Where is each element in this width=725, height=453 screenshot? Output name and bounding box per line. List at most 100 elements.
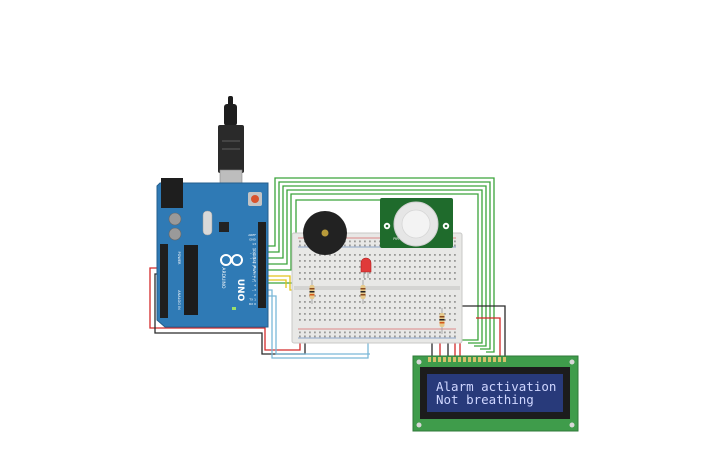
breadboard-hole <box>454 278 456 280</box>
breadboard-hole <box>439 335 441 338</box>
breadboard-hole <box>379 319 381 321</box>
breadboard-hole <box>384 295 386 297</box>
breadboard-hole <box>304 301 306 303</box>
breadboard-hole <box>324 295 326 297</box>
breadboard-hole <box>359 331 361 334</box>
breadboard-hole <box>454 260 456 262</box>
breadboard-hole <box>389 335 391 338</box>
breadboard-hole <box>354 331 356 334</box>
lcd-header-pins <box>428 357 506 362</box>
breadboard-hole <box>384 301 386 303</box>
breadboard-hole <box>369 301 371 303</box>
lcd-pin <box>473 357 476 362</box>
breadboard-hole <box>414 266 416 268</box>
breadboard-hole <box>414 331 416 334</box>
breadboard-hole <box>314 319 316 321</box>
breadboard-hole <box>359 240 361 243</box>
breadboard-hole <box>399 301 401 303</box>
arduino-pin-label: 13 <box>252 242 256 246</box>
breadboard-hole <box>379 266 381 268</box>
breadboard-hole <box>434 331 436 334</box>
breadboard-hole <box>299 319 301 321</box>
arduino-pin-label: ~6 <box>252 274 257 278</box>
arduino-pin-label: ~3 <box>252 288 257 292</box>
breadboard-hole <box>424 331 426 334</box>
breadboard-hole <box>374 254 376 256</box>
breadboard-hole <box>309 331 311 334</box>
lcd-line-1: Alarm activation <box>436 379 556 394</box>
breadboard-hole <box>334 335 336 338</box>
resistor-3 <box>439 308 445 334</box>
breadboard-hole <box>329 335 331 338</box>
breadboard-hole <box>369 295 371 297</box>
breadboard-hole <box>429 319 431 321</box>
breadboard-hole <box>354 295 356 297</box>
breadboard-hole <box>449 301 451 303</box>
breadboard-hole <box>344 319 346 321</box>
breadboard-hole <box>314 260 316 262</box>
breadboard-hole <box>299 272 301 274</box>
breadboard-hole <box>404 254 406 256</box>
breadboard-hole <box>399 278 401 280</box>
breadboard-hole <box>454 240 456 243</box>
breadboard-hole <box>454 254 456 256</box>
breadboard-hole <box>324 260 326 262</box>
breadboard-hole <box>369 240 371 243</box>
breadboard-hole <box>369 272 371 274</box>
breadboard-hole <box>434 307 436 309</box>
arduino-brand-text: ARDUINO <box>220 267 226 289</box>
breadboard-hole <box>454 319 456 321</box>
breadboard-hole <box>429 313 431 315</box>
breadboard-hole <box>394 254 396 256</box>
breadboard-hole <box>399 331 401 334</box>
breadboard-hole <box>374 335 376 338</box>
breadboard-hole <box>454 331 456 334</box>
resistor-2 <box>360 280 366 304</box>
breadboard-hole <box>449 295 451 297</box>
breadboard-hole <box>419 331 421 334</box>
breadboard-hole <box>354 278 356 280</box>
arduino-pin-label: 2 <box>254 293 256 297</box>
breadboard-hole <box>359 278 361 280</box>
arduino-pin-label: ~9 <box>252 261 257 265</box>
lcd-pin <box>443 357 446 362</box>
breadboard-hole <box>389 266 391 268</box>
breadboard-hole <box>374 295 376 297</box>
breadboard-hole <box>449 319 451 321</box>
breadboard-hole <box>374 240 376 243</box>
breadboard-hole <box>349 244 351 247</box>
breadboard-hole <box>444 260 446 262</box>
breadboard-hole <box>319 319 321 321</box>
breadboard-hole <box>394 272 396 274</box>
breadboard-hole <box>304 278 306 280</box>
breadboard-hole <box>449 331 451 334</box>
breadboard-hole <box>379 272 381 274</box>
breadboard-hole <box>374 272 376 274</box>
breadboard-hole <box>334 254 336 256</box>
breadboard-hole <box>449 266 451 268</box>
breadboard-hole <box>429 331 431 334</box>
breadboard-hole <box>334 301 336 303</box>
breadboard-hole <box>374 260 376 262</box>
breadboard-hole <box>434 313 436 315</box>
arduino-pin-label: 8 <box>254 265 256 269</box>
breadboard-hole <box>454 266 456 268</box>
breadboard-hole <box>419 301 421 303</box>
breadboard-hole <box>349 240 351 243</box>
breadboard-hole <box>339 254 341 256</box>
breadboard-hole <box>344 278 346 280</box>
breadboard-hole <box>309 301 311 303</box>
breadboard-hole <box>409 313 411 315</box>
breadboard-hole <box>394 301 396 303</box>
breadboard-hole <box>379 301 381 303</box>
breadboard-hole <box>304 260 306 262</box>
breadboard-hole <box>404 307 406 309</box>
breadboard-hole <box>374 313 376 315</box>
usb-cable <box>218 96 244 193</box>
breadboard-hole <box>299 240 301 243</box>
breadboard-hole <box>424 319 426 321</box>
breadboard-hole <box>444 272 446 274</box>
breadboard-hole <box>399 295 401 297</box>
breadboard-hole <box>309 272 311 274</box>
breadboard-hole <box>384 335 386 338</box>
